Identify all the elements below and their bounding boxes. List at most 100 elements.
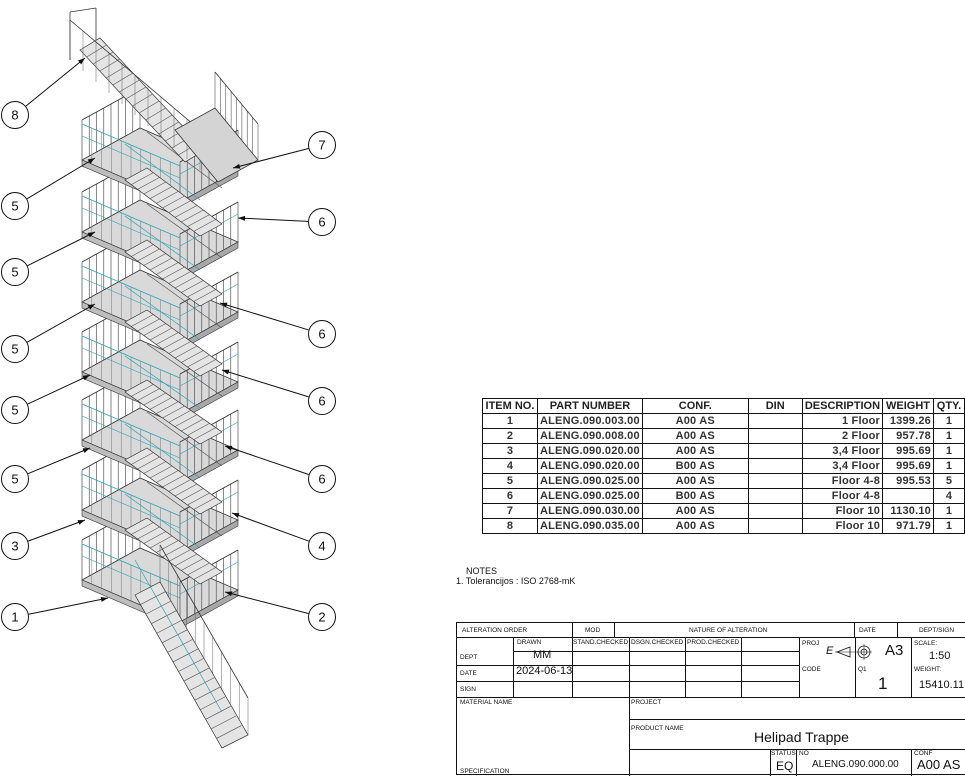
tb-rule [855, 637, 856, 697]
bom-cell-item-no: 6 [482, 488, 538, 504]
tb-dept-sign-label: DEPT/SIGN [919, 627, 955, 634]
bom-cell-part-number: ALENG.090.025.00 [536, 473, 643, 489]
tb-scale-value: 1:50 [929, 650, 951, 662]
bom-header-weight: WEIGHT [882, 398, 934, 414]
bom-cell-description: Floor 10 [801, 518, 884, 534]
bom-cell-description: 3,4 Floor [801, 458, 884, 474]
tb-project-label: PROJECT [631, 699, 662, 706]
bom-cell-part-number: ALENG.090.020.00 [536, 443, 643, 459]
item-balloon [308, 532, 336, 560]
leader-line [231, 512, 310, 542]
bom-cell-din [747, 458, 803, 474]
bom-cell-qty: 1 [932, 458, 965, 474]
bom-cell-qty: 1 [932, 518, 965, 534]
bom-cell-din [747, 518, 803, 534]
bom-cell-weight: 995.53 [882, 473, 934, 489]
item-balloon-number: 6 [318, 215, 325, 230]
notes-block: NOTES 1. Tolerancijos : ISO 2768-mK [456, 566, 575, 586]
item-balloon-number: 8 [11, 108, 18, 123]
leader-line [27, 374, 91, 405]
bom-cell-description: 2 Floor [801, 428, 884, 444]
item-balloon [1, 101, 29, 129]
tb-rule [513, 637, 514, 697]
bom-cell-weight: 1399.26 [882, 413, 934, 429]
item-balloon [308, 320, 336, 348]
leader-arrow [233, 163, 241, 169]
bom-cell-conf: A00 AS [641, 443, 749, 459]
tb-rule [854, 623, 855, 637]
bom-cell-conf: A00 AS [641, 473, 749, 489]
tb-dsgn-checked-label: DSGN.CHECKED [631, 639, 684, 646]
bom-cell-conf: B00 AS [641, 488, 749, 504]
tb-drawn-value: MM [533, 649, 552, 661]
bom-cell-description: Floor 4-8 [801, 473, 884, 489]
bom-cell-qty: 4 [932, 488, 965, 504]
tb-status-label: STATUS [771, 750, 796, 757]
leader-line [27, 231, 96, 267]
bom-cell-part-number: ALENG.090.035.00 [536, 518, 643, 534]
tb-product-name: Helipad Trappe [754, 729, 849, 745]
bom-cell-weight: 971.79 [882, 518, 934, 534]
tb-rule [770, 749, 771, 776]
stair-tower-drawing [69, 7, 259, 749]
tb-sheet-size: A3 [885, 642, 904, 659]
item-balloon-number: 6 [318, 327, 325, 342]
item-balloon [308, 208, 336, 236]
bom-cell-din [747, 428, 803, 444]
leader-arrow [82, 375, 90, 381]
bom-cell-conf: A00 AS [641, 503, 749, 519]
bom-header-item-no: ITEM NO. [482, 398, 538, 414]
bom-cell-weight: 1130.10 [882, 503, 934, 519]
bom-cell-din [747, 413, 803, 429]
item-balloon [308, 131, 336, 159]
item-balloon-number: 5 [11, 472, 18, 487]
bom-cell-item-no: 7 [482, 503, 538, 519]
tb-date-label: DATE [460, 670, 477, 677]
tb-mod-label: MOD [585, 627, 601, 634]
leader-arrow [232, 513, 240, 518]
tb-specification-label: SPECIFICATION [460, 768, 510, 775]
item-balloon [308, 387, 336, 415]
leader-line [224, 591, 309, 614]
item-balloon [308, 603, 336, 631]
bom-cell-description: 3,4 Floor [801, 443, 884, 459]
tb-alteration-order-label: ALTERATION ORDER [462, 627, 528, 634]
leader-lines [25, 57, 310, 615]
item-balloon [1, 603, 29, 631]
tb-status-value: EQ [776, 759, 794, 773]
item-balloon-number: 5 [11, 199, 18, 214]
item-balloon [1, 335, 29, 363]
tb-conf-label: CONF [914, 750, 933, 757]
bill-of-materials-table: ITEM NO. PART NUMBER CONF. DIN DESCRIPTI… [482, 398, 965, 534]
tb-rule [741, 637, 742, 697]
item-balloon-number: 2 [318, 610, 325, 625]
bom-cell-part-number: ALENG.090.025.00 [536, 488, 643, 504]
bom-cell-part-number: ALENG.090.003.00 [536, 413, 643, 429]
tb-rule [629, 719, 965, 720]
leader-line [28, 597, 109, 615]
stair-flight-3 [124, 343, 223, 445]
bom-cell-conf: A00 AS [641, 413, 749, 429]
leader-arrow [100, 596, 108, 602]
tb-rule [799, 637, 800, 697]
tb-proj-label: PROJ [802, 640, 820, 647]
bom-header-conf: CONF. [641, 398, 749, 414]
tb-rule [911, 637, 912, 697]
tb-rule [457, 665, 799, 666]
item-balloon-number: 5 [11, 342, 18, 357]
stair-flight-1 [124, 481, 223, 585]
tb-date-value: 2024-06-13 [516, 665, 573, 677]
bom-cell-weight: 995.69 [882, 443, 934, 459]
title-block: ALTERATION ORDER MOD NATURE OF ALTERATIO… [456, 622, 965, 776]
leader-arrow [77, 520, 85, 525]
bom-cell-item-no: 1 [482, 413, 538, 429]
item-balloon [1, 532, 29, 560]
tb-proj-symbol: E [826, 645, 834, 657]
tb-date-header-label: DATE [859, 627, 876, 634]
tb-rule [897, 623, 898, 637]
tb-rule [513, 651, 799, 652]
bom-cell-part-number: ALENG.090.008.00 [536, 428, 643, 444]
